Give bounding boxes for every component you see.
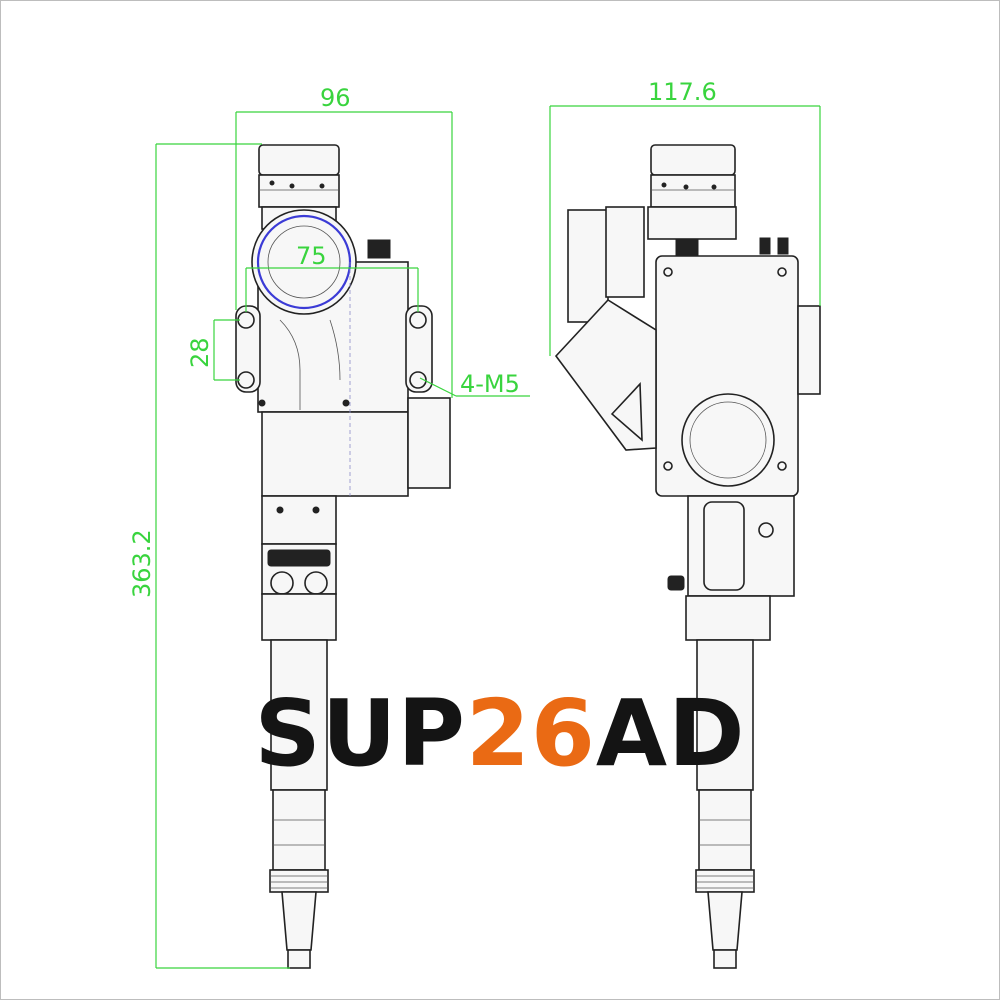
right-body-circle xyxy=(681,393,775,487)
dim-96-label: 96 xyxy=(320,84,351,112)
dimension-lines: 96 117.6 75 28 4-M5 363.2 xyxy=(128,78,821,969)
right-neck xyxy=(647,206,737,240)
left-round-cover xyxy=(251,209,357,315)
right-view xyxy=(554,144,821,969)
right-window xyxy=(703,501,745,591)
right-nozzle-grip xyxy=(695,869,755,893)
right-side-cylinder xyxy=(567,209,609,323)
title-part-2: 26 xyxy=(465,680,596,787)
right-tip-end xyxy=(713,949,737,969)
right-side-mount xyxy=(605,206,645,298)
right-side-knob xyxy=(797,305,821,395)
left-top-cap xyxy=(258,144,340,176)
right-nozzle-tube xyxy=(696,639,754,791)
left-lower-body xyxy=(261,411,409,497)
dim-28-label: 28 xyxy=(186,337,214,368)
title-part-3: AD xyxy=(595,680,746,787)
right-nozzle-tip xyxy=(707,891,743,951)
dim-height-label: 363.2 xyxy=(128,529,156,598)
left-view xyxy=(235,144,451,969)
right-collar xyxy=(685,595,771,641)
right-angled-arm xyxy=(554,298,657,451)
left-connector xyxy=(367,239,391,259)
left-ear-r xyxy=(405,305,433,393)
left-tip-end xyxy=(287,949,311,969)
title-part-1: SUP xyxy=(254,680,466,787)
right-focus-ring xyxy=(650,174,736,208)
left-nozzle-lower xyxy=(272,789,326,871)
left-ear-l xyxy=(235,305,261,393)
dim-thread-label: 4-M5 xyxy=(460,370,520,398)
left-nozzle-grip xyxy=(269,869,329,893)
product-title: SUP26AD xyxy=(0,688,1000,780)
left-nozzle-tip xyxy=(281,891,317,951)
right-top-cap xyxy=(650,144,736,176)
dim-117-label: 117.6 xyxy=(648,78,717,106)
left-collar xyxy=(261,593,337,641)
dim-75-label: 75 xyxy=(296,242,327,270)
left-side-box xyxy=(407,397,451,489)
right-nozzle-lower xyxy=(698,789,752,871)
left-mid-block xyxy=(261,495,337,545)
left-focus-ring xyxy=(258,174,340,208)
